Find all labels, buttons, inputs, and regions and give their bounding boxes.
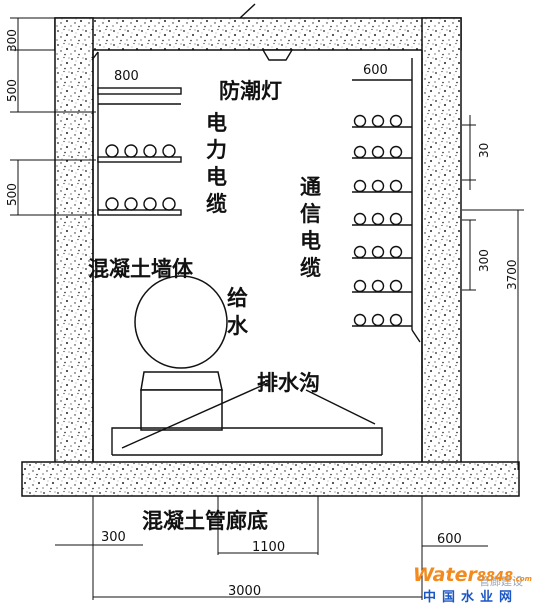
comm-cable-circles xyxy=(353,114,403,327)
left-wall xyxy=(54,17,94,465)
label-comm-cable-char-1: 通 xyxy=(300,175,321,199)
cable-circle xyxy=(124,144,138,158)
water-pipe-circle xyxy=(134,275,228,369)
cable-circle xyxy=(143,197,157,211)
cable-circle xyxy=(105,197,119,211)
site-watermark-logo: 管廊建设 Water8848.com 中国水业网 xyxy=(413,564,532,605)
label-power-cable-char-3: 电 xyxy=(206,165,227,189)
top-slab xyxy=(54,17,462,51)
label-water-supply-char-1: 给 xyxy=(227,286,248,310)
dim-800: 800 xyxy=(114,69,139,84)
cable-circle xyxy=(124,197,138,211)
left-cable-rack xyxy=(91,51,182,216)
label-power-cable: 电 力 电 缆 xyxy=(206,111,227,216)
drainage-ditch xyxy=(111,381,383,456)
label-comm-cable-char-4: 缆 xyxy=(300,256,321,280)
right-wall xyxy=(421,17,462,465)
cable-circle xyxy=(143,144,157,158)
dim-300-right: 300 xyxy=(477,249,491,272)
dim-30: 30 xyxy=(477,143,491,158)
interior xyxy=(92,3,423,462)
label-moisture-lamp: 防潮灯 xyxy=(219,79,282,103)
dim-500-mid: 500 xyxy=(5,183,19,206)
label-drain-ditch: 排水沟 xyxy=(257,371,320,395)
label-water-supply: 给 水 xyxy=(227,286,249,338)
label-power-cable-char-1: 电 xyxy=(206,111,227,135)
label-power-cable-char-2: 力 xyxy=(206,138,227,162)
label-water-supply-char-2: 水 xyxy=(227,314,249,338)
label-power-cable-char-4: 缆 xyxy=(206,192,227,216)
dim-300-bottom: 300 xyxy=(101,530,126,545)
watermark-tagline: 中国水业网 xyxy=(423,589,518,605)
cable-circle xyxy=(105,144,119,158)
concrete-shell xyxy=(21,17,520,497)
label-concrete-base: 混凝土管廊底 xyxy=(142,509,268,533)
dim-600-bottom: 600 xyxy=(437,532,462,547)
label-comm-cable-char-2: 信 xyxy=(300,202,321,226)
cable-circle xyxy=(162,144,176,158)
dim-600-top: 600 xyxy=(363,63,388,78)
dim-500-top: 500 xyxy=(5,79,19,102)
label-comm-cable: 通 信 电 缆 xyxy=(300,175,321,280)
right-dimensions xyxy=(462,115,524,470)
base-slab xyxy=(21,461,520,497)
label-comm-cable-char-3: 电 xyxy=(300,229,321,253)
dim-3000: 3000 xyxy=(228,584,261,599)
water-pipe xyxy=(134,275,228,431)
left-dimensions xyxy=(10,17,96,216)
cable-circle xyxy=(162,197,176,211)
dim-1100: 1100 xyxy=(252,540,285,555)
label-concrete-wall: 混凝土墙体 xyxy=(88,257,194,281)
bottom-dimensions xyxy=(55,496,488,600)
dim-300-top: 300 xyxy=(5,29,19,52)
lamp-icon xyxy=(261,49,294,61)
dim-3700: 3700 xyxy=(505,259,519,290)
watermark-overlay: 管廊建设 xyxy=(479,574,523,588)
right-cable-rack xyxy=(352,58,421,343)
watermark-brand: Water8848.com xyxy=(413,564,532,586)
